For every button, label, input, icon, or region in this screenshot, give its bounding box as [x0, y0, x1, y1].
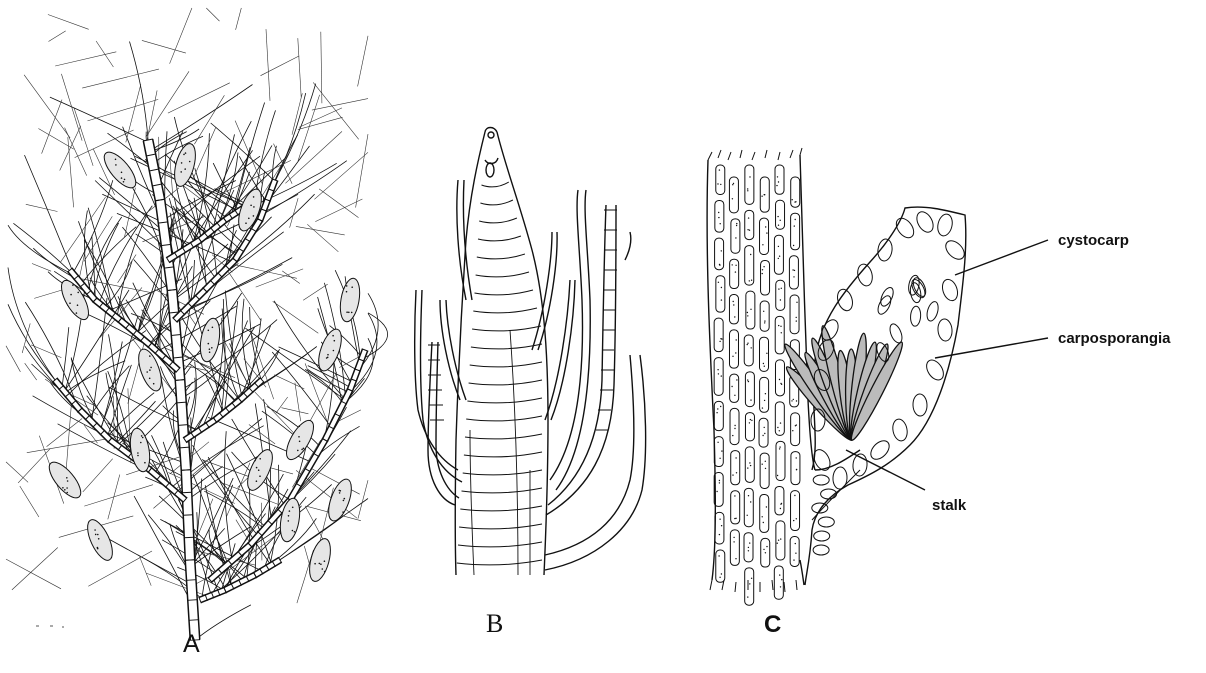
panel-label-b: B	[486, 609, 503, 638]
label-stalk: stalk	[932, 497, 967, 514]
panel-c-drawing	[707, 148, 1048, 605]
panel-label-c: C	[764, 611, 781, 638]
panel-b-drawing	[415, 128, 646, 576]
panel-label-a: A	[183, 630, 200, 658]
speck-marks	[36, 626, 64, 627]
label-cystocarp: cystocarp	[1058, 232, 1129, 249]
label-carposporangia: carposporangia	[1058, 330, 1171, 347]
leader-line-carposporangia	[935, 338, 1048, 358]
leader-line-cystocarp	[955, 240, 1048, 275]
leader-line-stalk	[846, 450, 925, 490]
panel-a-drawing	[6, 8, 388, 640]
